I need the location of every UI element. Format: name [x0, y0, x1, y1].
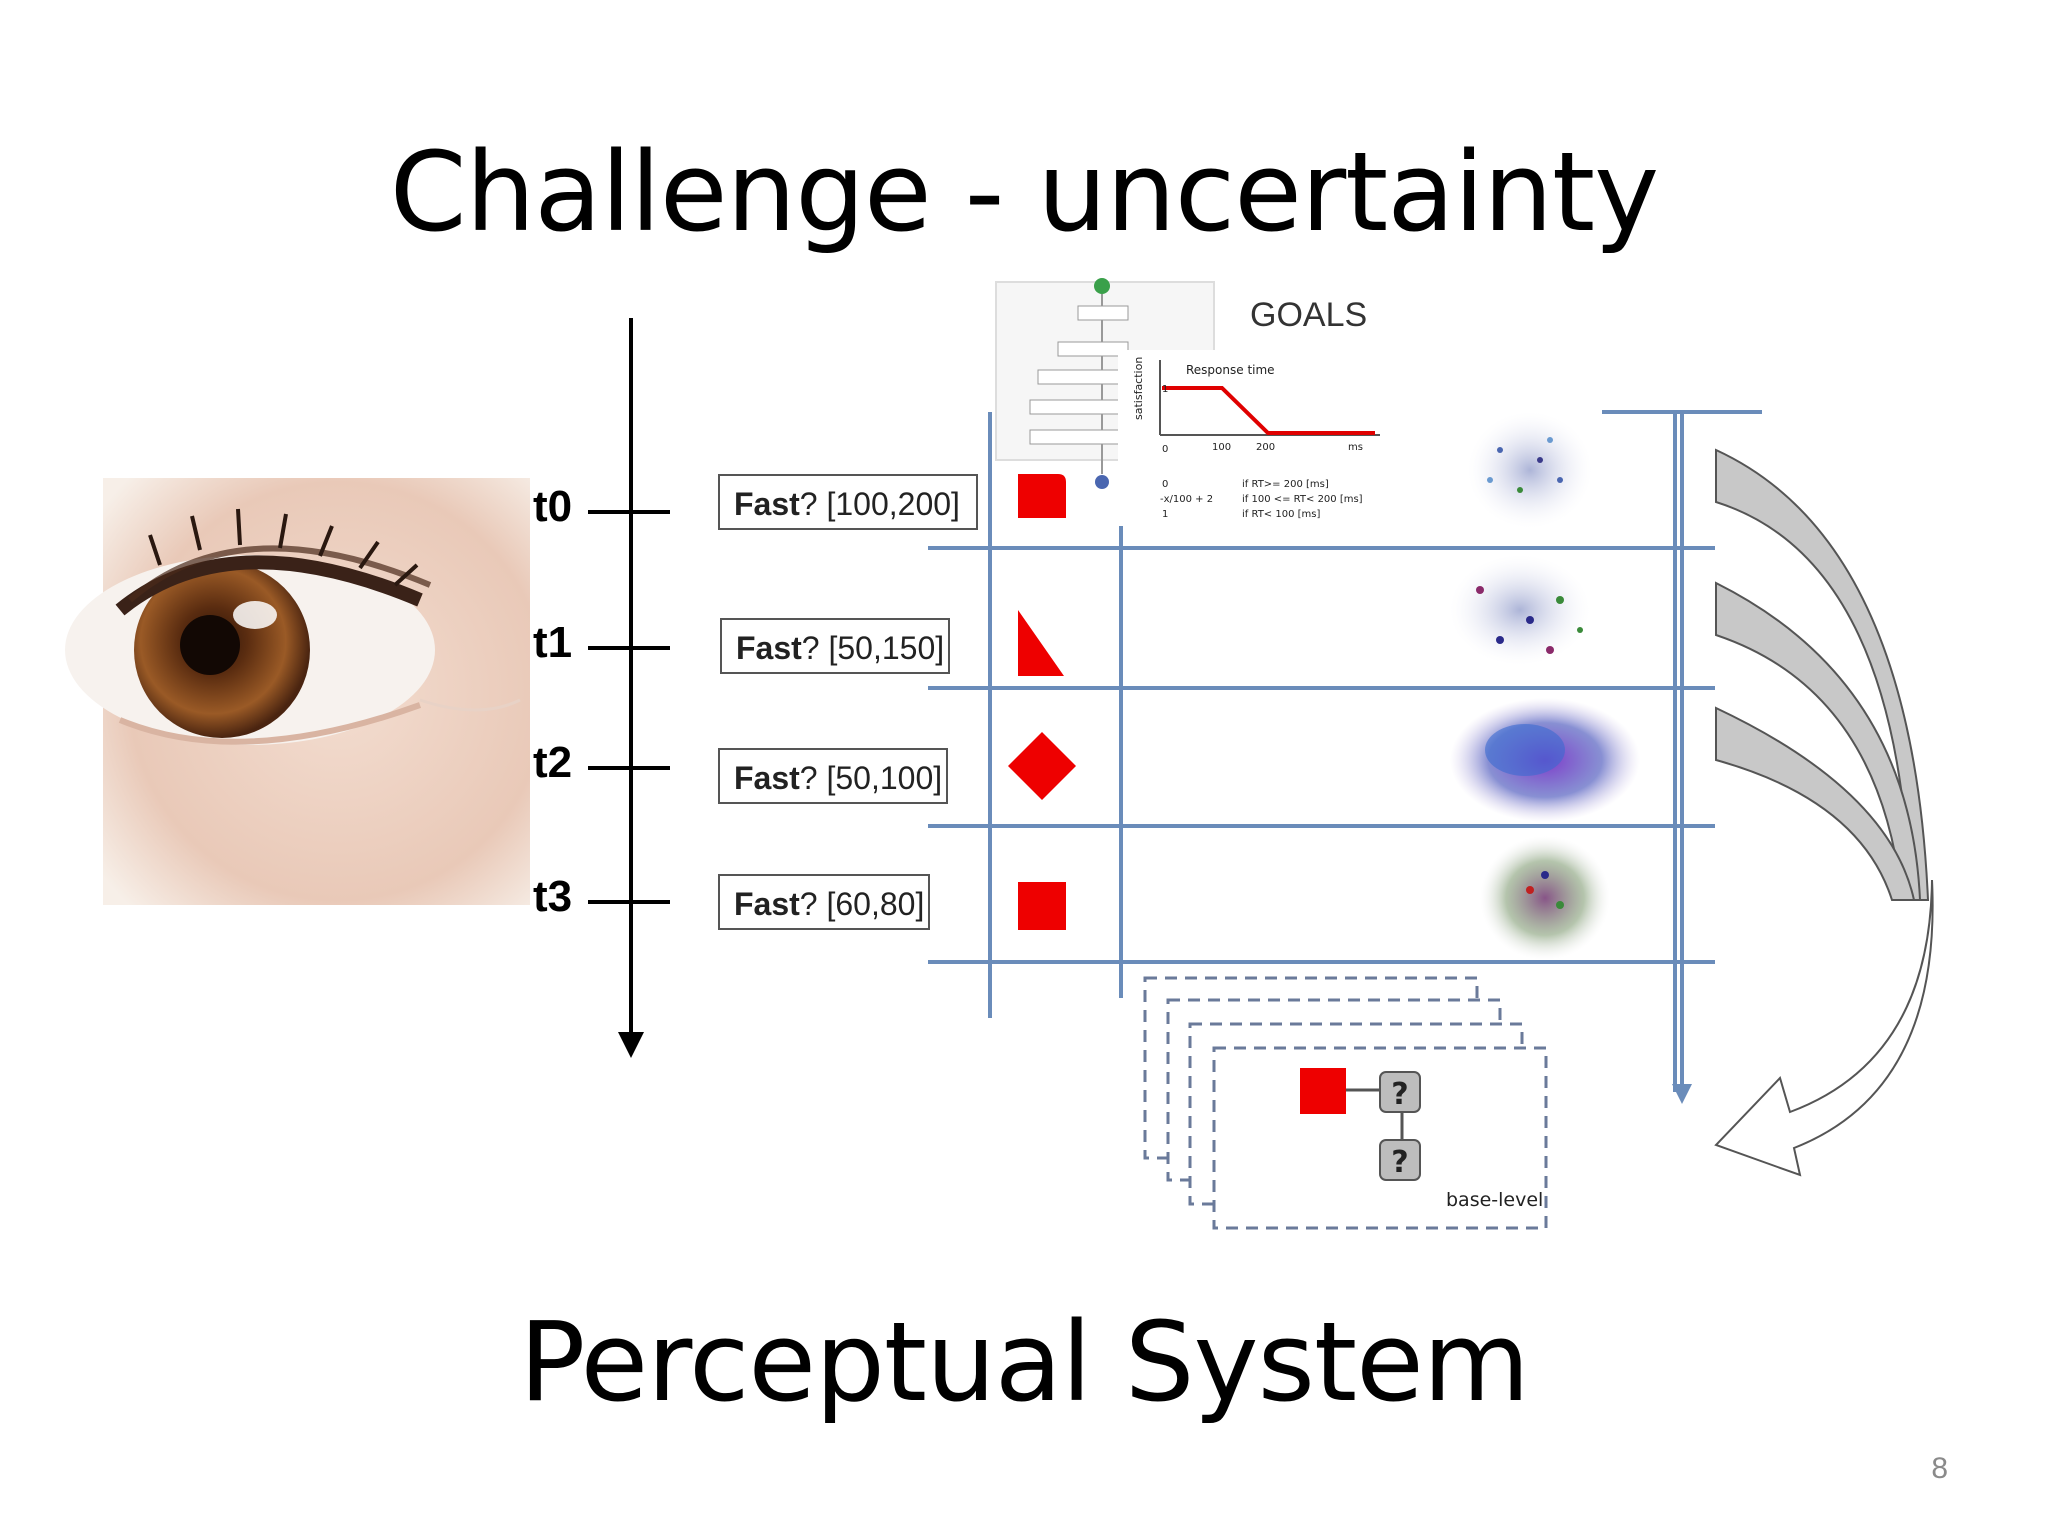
query-keyword: Fast [736, 630, 802, 666]
query-box-t3: Fast? [60,80] [718, 874, 930, 930]
timeline-arrowhead [618, 1032, 644, 1058]
chart-x-tick-ms: ms [1348, 442, 1363, 453]
network-graph-t2 [1450, 698, 1640, 822]
formula-cond-1: if 100 <= RT< 200 [ms] [1242, 494, 1363, 505]
grid-arrowhead [1672, 1084, 1692, 1104]
grid [928, 410, 1762, 1092]
slide-number: 8 [1931, 1452, 1948, 1485]
model-unknown-mark-1: ? [1391, 1077, 1408, 1112]
chart-x-tick-0: 0 [1162, 444, 1168, 455]
query-box-t1: Fast? [50,150] [720, 618, 950, 674]
shape-diamond [1008, 732, 1076, 800]
chart-x-tick-200: 200 [1256, 442, 1275, 453]
formula-cond-2: if RT< 100 [ms] [1242, 509, 1320, 520]
query-keyword: Fast [734, 486, 800, 522]
chart-x-tick-100: 100 [1212, 442, 1231, 453]
slide-title: Challenge - uncertainty [389, 128, 1659, 256]
workflow-start-node [1094, 278, 1110, 294]
query-keyword: Fast [734, 760, 800, 796]
workflow-end-node [1095, 475, 1109, 489]
model-unknown-node-2 [1379, 1139, 1421, 1181]
network-graph-t1 [1450, 555, 1590, 665]
chart-y-tick: 1 [1162, 384, 1168, 395]
query-range: ? [50,100] [799, 760, 943, 796]
formula-cond-0: if RT>= 200 [ms] [1242, 479, 1329, 490]
shape-square [1018, 882, 1066, 930]
eye-photo [65, 478, 530, 905]
query-range: ? [100,200] [799, 486, 960, 522]
time-label-t0: t0 [533, 482, 573, 531]
time-label-t1: t1 [533, 618, 573, 667]
formula-value-1: -x/100 + 2 [1160, 494, 1213, 505]
query-range: ? [60,80] [799, 886, 925, 922]
feedback-arrows [1714, 448, 1934, 1177]
network-graph-t3 [1480, 836, 1610, 960]
chart-y-label: satisfaction [1132, 357, 1145, 420]
formula-value-0: 0 [1162, 479, 1168, 490]
query-keyword: Fast [734, 886, 800, 922]
goals-label: GOALS [1250, 296, 1368, 334]
time-label-t2: t2 [533, 738, 573, 787]
satisfaction-curve [1162, 386, 1375, 435]
slide-subtitle: Perceptual System [519, 1298, 1530, 1426]
model-stack [1143, 976, 1548, 1230]
shape-triangle [1018, 610, 1064, 676]
model-red-square [1300, 1068, 1346, 1114]
query-box-t2: Fast? [50,100] [718, 748, 948, 804]
chart-title: Response time [1186, 363, 1275, 377]
network-graph-t0 [1468, 412, 1592, 528]
query-box-t0: Fast? [100,200] [718, 474, 978, 530]
goals-chart: Response time satisfaction 1 0 100 200 m… [1118, 350, 1400, 526]
time-label-t3: t3 [533, 872, 573, 921]
query-range: ? [50,150] [801, 630, 945, 666]
model-unknown-node-1 [1379, 1071, 1421, 1113]
formula-value-2: 1 [1162, 509, 1168, 520]
shape-rounded-square [1018, 474, 1066, 518]
model-base-level-label: base-level [1446, 1189, 1543, 1211]
model-unknown-mark-2: ? [1391, 1145, 1408, 1180]
